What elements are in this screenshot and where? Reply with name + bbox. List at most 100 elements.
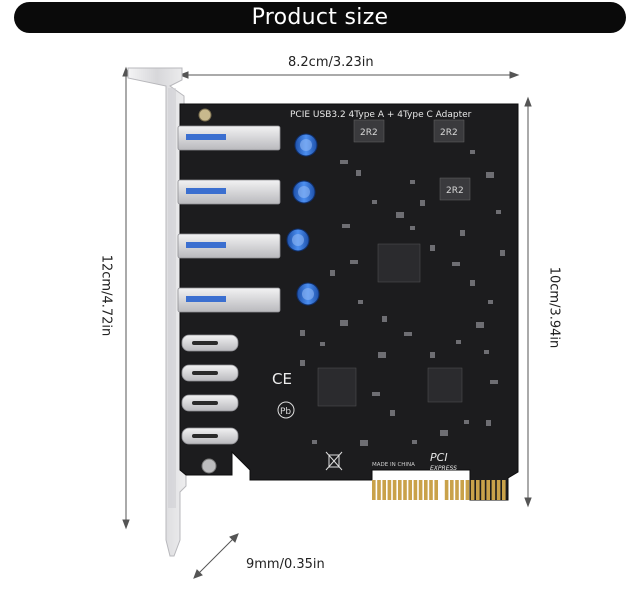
gold-contact: [424, 480, 428, 500]
pb-mark-circle: [277, 401, 295, 419]
board-height-dimension-arrow: [524, 96, 532, 508]
thickness-label: 9mm/0.35in: [246, 557, 325, 572]
smd-part: [412, 440, 417, 444]
gold-contact: [481, 480, 485, 500]
gold-contact: [502, 480, 506, 500]
banner-title: Product size: [251, 5, 389, 30]
chip-hub-left: [317, 367, 357, 407]
pci-logo-bottom: EXPRESS: [430, 465, 457, 472]
usb-type-c-ports: [181, 334, 239, 445]
smd-part: [490, 380, 498, 384]
pb-mark: Pb: [280, 407, 291, 417]
smd-part: [456, 340, 461, 344]
usb-a-port: [177, 233, 281, 259]
capacitor-top: [292, 234, 304, 246]
usb-a-port: [177, 179, 281, 205]
chip-hub-right: [427, 367, 463, 403]
smd-part: [360, 440, 368, 446]
smd-part: [486, 420, 491, 426]
smd-part: [320, 342, 325, 346]
gold-contact: [455, 480, 459, 500]
gold-contact: [398, 480, 402, 500]
smd-part: [350, 260, 358, 264]
usb-a-tongue: [186, 188, 226, 194]
smd-part: [460, 230, 465, 236]
smd-part: [378, 352, 386, 358]
width-label: 8.2cm/3.23in: [288, 55, 374, 70]
gold-contact: [470, 480, 475, 500]
usb-a-port: [177, 287, 281, 313]
smd-part: [476, 322, 484, 328]
weee-bin-icon: [325, 451, 343, 471]
inductor-marking-1: 2R2: [360, 128, 378, 138]
gold-contact: [382, 480, 386, 500]
silkscreen-title: PCIE USB3.2 4Type A + 4Type C Adapter: [290, 110, 472, 120]
smd-part: [486, 172, 494, 178]
capacitors: [286, 133, 320, 306]
usb-c-tongue: [192, 341, 218, 345]
gold-contact: [372, 480, 376, 500]
smd-part: [300, 360, 305, 366]
gold-contact: [387, 480, 392, 500]
gold-contact: [429, 480, 433, 500]
smd-part: [464, 420, 469, 424]
mounting-bracket: [127, 67, 187, 557]
gold-contact: [408, 480, 412, 500]
gold-contact: [418, 480, 423, 500]
smd-part: [358, 300, 363, 304]
gold-contact: [486, 480, 490, 500]
pcie-gold-contacts: [372, 480, 506, 500]
usb-a-port: [177, 125, 281, 151]
smd-part: [372, 200, 377, 204]
pci-logo-top: PCI: [430, 451, 448, 464]
gold-contact: [444, 480, 449, 500]
gold-contact: [403, 480, 407, 500]
gold-contact: [450, 480, 454, 500]
gold-contact: [377, 480, 381, 500]
usb-c-tongue: [192, 401, 218, 405]
gold-contact: [476, 480, 480, 500]
width-dimension-arrow: [178, 71, 520, 79]
smd-part: [342, 224, 350, 228]
capacitor-top: [302, 288, 314, 300]
smd-part: [430, 352, 435, 358]
smd-part: [484, 350, 489, 354]
usb-type-a-ports: [177, 125, 281, 313]
usb-a-tongue: [186, 296, 226, 302]
smd-part: [340, 320, 348, 326]
smd-part: [382, 316, 387, 322]
usb-a-tongue: [186, 134, 226, 140]
smd-part: [440, 430, 448, 436]
total-height-label: 12cm/4.72in: [98, 254, 114, 337]
smd-part: [396, 212, 404, 218]
chip-main: [377, 243, 421, 283]
smd-part: [404, 332, 412, 336]
gold-contact: [496, 480, 501, 500]
smd-part: [470, 280, 475, 286]
capacitor-top: [298, 186, 310, 198]
smd-part: [452, 262, 460, 266]
smd-part: [500, 250, 505, 256]
smd-part: [300, 330, 305, 336]
smd-part: [356, 170, 361, 176]
smd-part: [312, 440, 317, 444]
smd-part: [330, 270, 335, 276]
gold-contact: [465, 480, 470, 500]
mount-screw: [201, 458, 217, 474]
origin-marking: MADE IN CHINA: [372, 462, 415, 468]
gold-contact: [392, 480, 397, 500]
smd-part: [488, 300, 493, 304]
gold-contact: [460, 480, 464, 500]
smd-components: [300, 150, 505, 446]
inductor-marking-3: 2R2: [446, 186, 464, 196]
smd-part: [340, 160, 348, 164]
smd-part: [372, 392, 380, 396]
smd-part: [410, 226, 415, 230]
smd-part: [390, 410, 395, 416]
smd-part: [410, 180, 415, 184]
inductors: [353, 119, 471, 201]
total-height-dimension-arrow: [122, 66, 130, 530]
controller-chips: [317, 243, 463, 407]
inductor-marking-2: 2R2: [440, 128, 458, 138]
board-height-label: 10cm/3.94in: [546, 266, 562, 349]
